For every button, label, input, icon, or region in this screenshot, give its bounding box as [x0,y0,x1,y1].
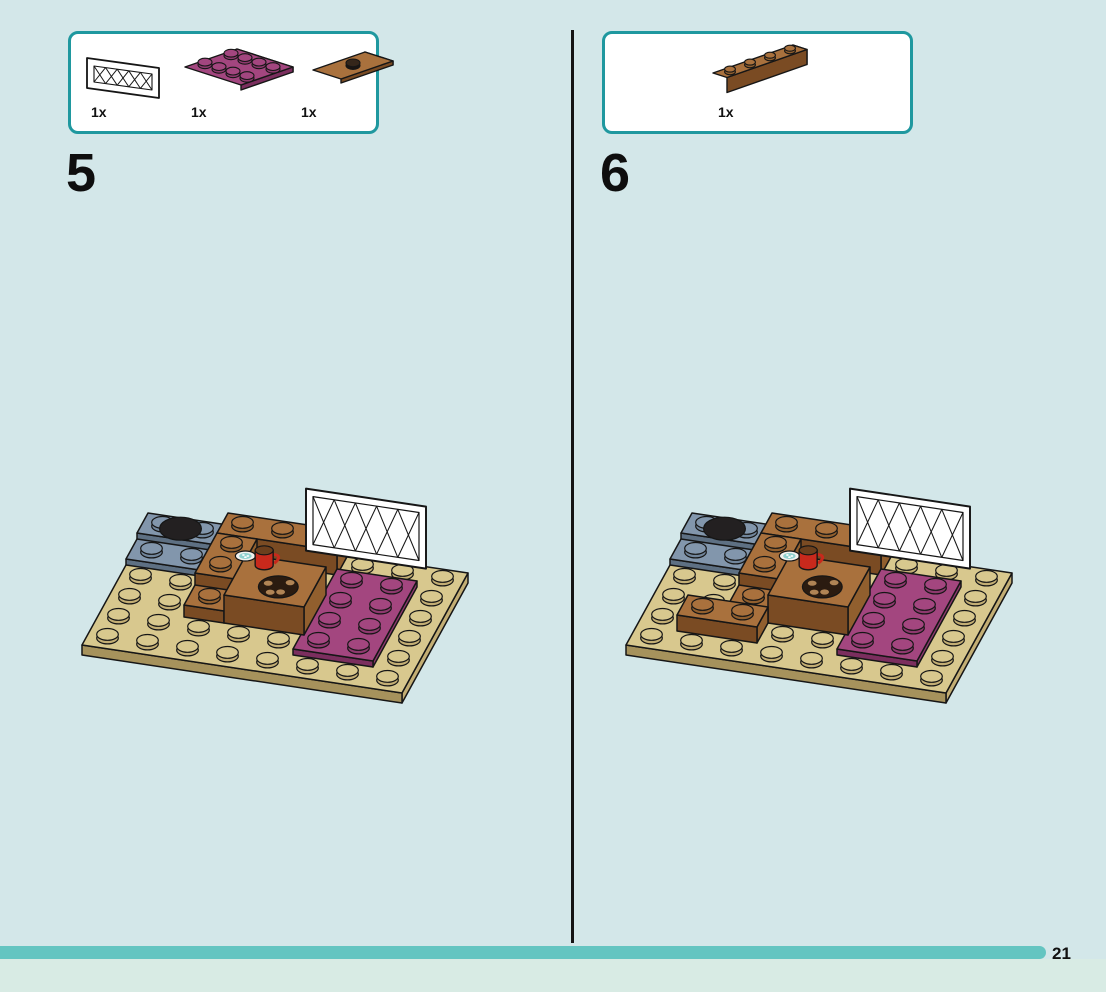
brown-brick-1x4-icon [712,44,808,94]
step-number: 5 [66,143,97,203]
part-count: 1x [191,104,207,120]
assembly-figure-step-6 [625,487,1013,704]
column-divider [571,30,574,943]
part-count: 1x [91,104,107,120]
assembly-figure-step-5 [81,487,469,704]
step-number: 6 [600,143,631,203]
page-number: 21 [1052,944,1071,963]
parts-callout-step-5: 1x 1x 1x [68,31,394,134]
white-lattice-fence-1x4-icon [86,57,160,99]
part-count: 1x [718,104,734,120]
magenta-plate-2x4-icon [184,48,294,91]
parts-callout-step-6: 1x [602,31,913,134]
footer-strip [0,959,1106,992]
part-count: 1x [301,104,317,120]
progress-bar [0,946,1046,959]
brown-tile-2x2-center-stud-icon [312,51,394,84]
